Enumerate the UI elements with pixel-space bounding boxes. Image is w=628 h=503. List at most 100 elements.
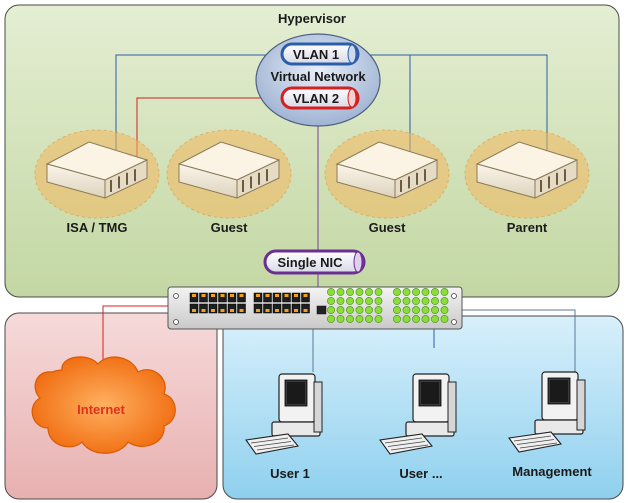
port-led — [374, 315, 383, 323]
port-led — [393, 288, 401, 296]
client-computer-3: Management — [508, 371, 592, 479]
client-computer-1: User 1 — [245, 373, 323, 481]
server-3: Guest — [324, 129, 450, 235]
switch-leds — [327, 288, 449, 323]
ethernet-port — [272, 292, 282, 303]
ethernet-port — [301, 292, 310, 303]
port-led — [402, 297, 411, 305]
port-led — [421, 297, 430, 305]
vlan1-label: VLAN 1 — [293, 47, 339, 62]
ethernet-port — [237, 292, 246, 303]
port-led — [365, 306, 373, 314]
port-led — [431, 288, 439, 296]
ethernet-port — [208, 303, 218, 314]
server-group: ISA / TMG Guest Guest Parent — [34, 129, 590, 235]
ethernet-port — [272, 303, 282, 314]
port-led — [440, 306, 449, 314]
port-led — [355, 288, 364, 296]
port-led — [365, 288, 373, 296]
port-led — [374, 306, 383, 314]
port-led — [421, 315, 430, 323]
ethernet-port — [253, 303, 263, 314]
port-led — [412, 315, 420, 323]
port-led — [365, 297, 373, 305]
port-led — [431, 315, 439, 323]
port-led — [421, 288, 430, 296]
ethernet-port — [301, 303, 310, 314]
port-led — [346, 306, 354, 314]
ethernet-port — [227, 292, 237, 303]
port-led — [355, 306, 364, 314]
ethernet-port — [263, 303, 272, 314]
physical-switch — [167, 286, 463, 330]
port-led — [336, 297, 345, 305]
server-2: Guest — [166, 129, 292, 235]
ethernet-port — [282, 292, 291, 303]
port-led — [431, 297, 439, 305]
port-led — [421, 306, 430, 314]
server-label: Guest — [211, 220, 249, 235]
ethernet-port — [189, 292, 199, 303]
port-led — [431, 306, 439, 314]
single-nic-pill: Single NIC — [263, 249, 366, 275]
internet-label: Internet — [77, 402, 125, 417]
ethernet-port — [263, 292, 272, 303]
port-led — [393, 297, 401, 305]
ethernet-port — [291, 303, 301, 314]
ethernet-port — [237, 303, 246, 314]
server-4: Parent — [464, 129, 590, 235]
port-led — [355, 297, 364, 305]
ethernet-port — [199, 303, 208, 314]
port-led — [336, 288, 345, 296]
switch-ports — [189, 292, 310, 314]
ethernet-port — [253, 292, 263, 303]
client-label: User ... — [399, 466, 442, 481]
port-led — [346, 297, 354, 305]
port-led — [327, 288, 335, 296]
port-led — [412, 288, 420, 296]
port-led — [393, 315, 401, 323]
port-led — [355, 315, 364, 323]
client-computer-2: User ... — [379, 373, 457, 481]
ethernet-port — [227, 303, 237, 314]
port-led — [402, 315, 411, 323]
client-label: Management — [512, 464, 592, 479]
internet-cloud: Internet — [31, 356, 176, 454]
server-label: ISA / TMG — [67, 220, 128, 235]
port-led — [336, 315, 345, 323]
hypervisor-title: Hypervisor — [278, 11, 346, 26]
server-label: Parent — [507, 220, 548, 235]
vlan2-pill: VLAN 2 — [280, 86, 360, 110]
port-led — [402, 288, 411, 296]
ethernet-port — [218, 303, 227, 314]
port-led — [393, 306, 401, 314]
server-1: ISA / TMG — [34, 129, 160, 235]
port-led — [346, 315, 354, 323]
server-label: Guest — [369, 220, 407, 235]
ethernet-port — [218, 292, 227, 303]
port-led — [412, 306, 420, 314]
port-led — [412, 297, 420, 305]
port-led — [365, 315, 373, 323]
ethernet-port — [199, 292, 208, 303]
port-led — [327, 297, 335, 305]
ethernet-port — [291, 292, 301, 303]
client-group: User 1 User ... Management — [245, 371, 592, 481]
vlan2-label: VLAN 2 — [293, 91, 339, 106]
ethernet-port — [189, 303, 199, 314]
port-led — [346, 288, 354, 296]
port-led — [402, 306, 411, 314]
port-led — [327, 306, 335, 314]
ethernet-port — [282, 303, 291, 314]
virtual-network-label: Virtual Network — [270, 69, 366, 84]
port-led — [374, 297, 383, 305]
port-led — [440, 288, 449, 296]
port-led — [336, 306, 345, 314]
port-led — [440, 315, 449, 323]
client-label: User 1 — [270, 466, 310, 481]
port-led — [440, 297, 449, 305]
ethernet-port — [208, 292, 218, 303]
vlan1-pill: VLAN 1 — [280, 42, 360, 66]
